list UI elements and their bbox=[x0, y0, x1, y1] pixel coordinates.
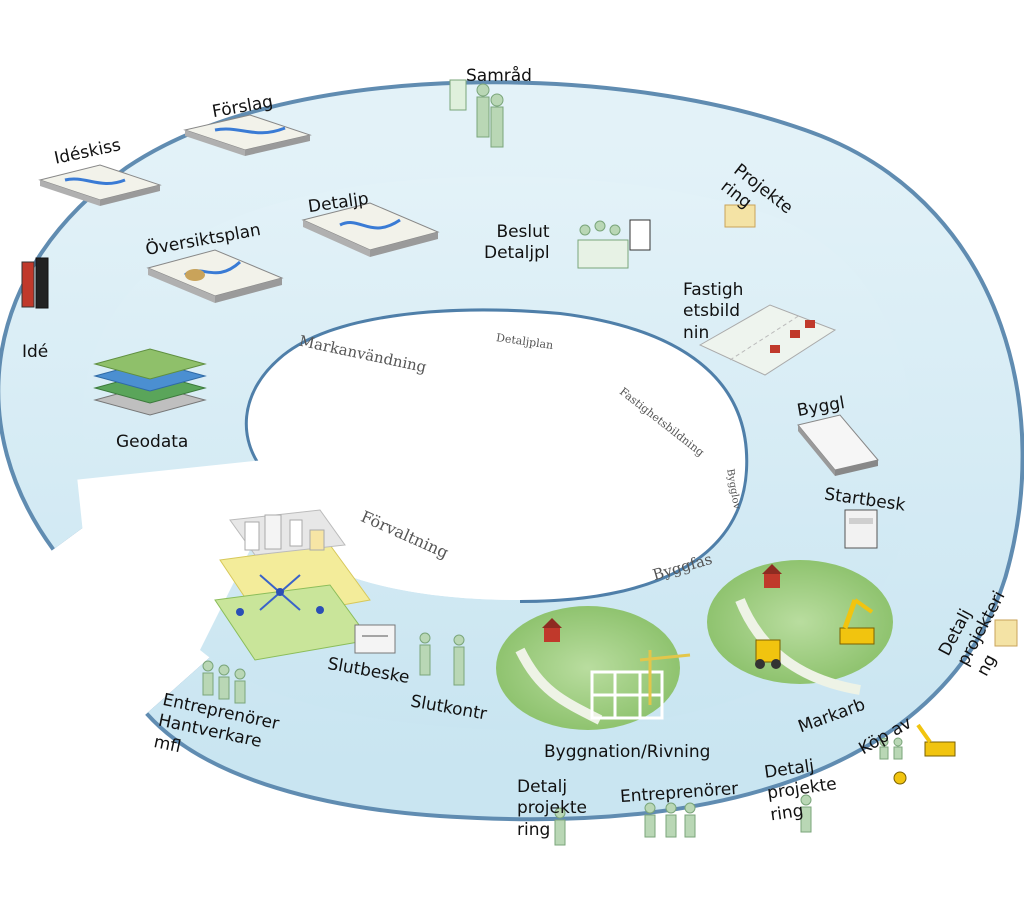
detaljplan-map-icon bbox=[301, 202, 440, 257]
step-detaljprojektering-bottom-1: Detalj projekte ring bbox=[517, 777, 587, 840]
geodata-layers-icon bbox=[93, 348, 207, 416]
construction-area bbox=[496, 606, 680, 730]
excavator-icon bbox=[755, 598, 875, 669]
people-figures-icon bbox=[21, 79, 1018, 846]
step-samrad: Samråd bbox=[466, 66, 532, 86]
ring-band bbox=[0, 80, 1024, 822]
ideskiss-map-icon bbox=[38, 164, 162, 206]
ring-hole bbox=[247, 311, 746, 600]
ring-gap bbox=[77, 459, 273, 540]
purchase-excavator-icon bbox=[893, 723, 956, 785]
groundwork-area bbox=[707, 560, 893, 684]
step-ide: Idé bbox=[22, 342, 49, 362]
oversiktsplan-map-icon bbox=[146, 249, 284, 303]
step-beslut: Beslut Detaljpl bbox=[484, 222, 550, 264]
fastighetsbildning-map-icon bbox=[698, 304, 837, 376]
building-frame-icon bbox=[590, 650, 691, 720]
step-geodata: Geodata bbox=[116, 432, 189, 452]
bygglov-document-icon bbox=[797, 414, 879, 476]
step-byggnation: Byggnation/Rivning bbox=[544, 742, 711, 762]
house-icon bbox=[542, 564, 782, 642]
forslag-map-icon bbox=[183, 114, 312, 156]
slutbesked-document-icon bbox=[354, 624, 396, 654]
management-city-icon bbox=[214, 509, 371, 661]
step-detaljprojektering-bottom-2: Detalj projekte ring bbox=[763, 756, 839, 825]
step-fastighetsbildning: Fastigh etsbild nin bbox=[683, 280, 744, 343]
startbesked-document-icon bbox=[844, 509, 878, 549]
